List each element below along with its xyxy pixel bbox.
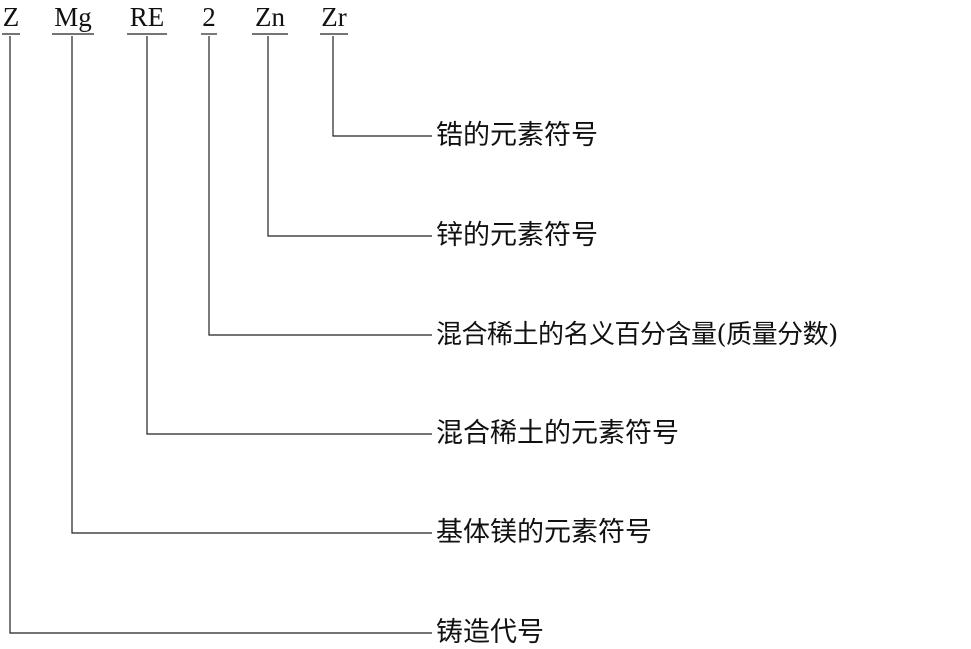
connector-zn (267, 36, 432, 237)
code-part-re: RE (129, 2, 165, 32)
label-re-content: 混合稀土的名义百分含量(质量分数) (436, 320, 838, 350)
label-mg-symbol: 基体镁的元素符号 (436, 517, 652, 548)
code-part-zr: Zr (321, 2, 347, 32)
label-casting-code: 铸造代号 (436, 617, 544, 648)
code-part-zn: Zn (255, 2, 285, 32)
connector-2 (208, 36, 432, 336)
connector-zr (332, 36, 432, 137)
label-zn-symbol: 锌的元素符号 (436, 220, 598, 251)
connector-z (9, 36, 432, 634)
label-re-symbol: 混合稀土的元素符号 (436, 418, 679, 449)
connector-mg (71, 36, 432, 534)
code-part-2: 2 (202, 2, 216, 32)
label-zr-symbol: 锆的元素符号 (436, 120, 598, 151)
code-part-z: Z (2, 2, 20, 32)
code-part-mg: Mg (54, 2, 92, 32)
connector-re (146, 36, 432, 435)
